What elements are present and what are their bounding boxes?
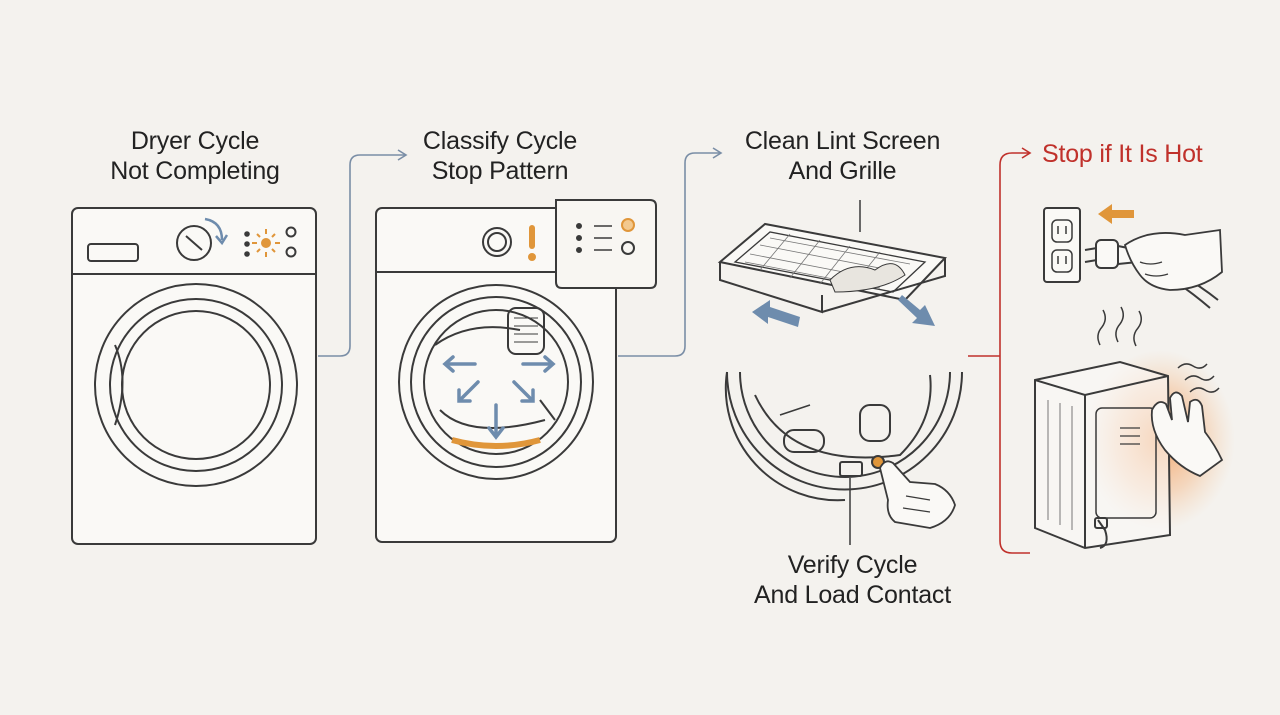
control-panel-callout (555, 199, 657, 289)
connector-1 (318, 149, 408, 357)
slide-arrows-icon (752, 295, 935, 327)
unplug-arrow-icon (1098, 204, 1134, 224)
step-4-label: Verify Cycle And Load Contact (720, 550, 985, 610)
hand-icon (879, 460, 956, 529)
warning-label: Stop if It Is Hot (1042, 140, 1203, 168)
direction-arrows-icon (442, 355, 556, 440)
step-3-line-2: And Grille (788, 157, 897, 185)
step-2-label: Classify Cycle Stop Pattern (375, 126, 625, 186)
step-2-line-1: Classify Cycle (422, 127, 578, 155)
drum-interior-icon (724, 371, 963, 502)
step-3-line-1: Clean Lint Screen (744, 127, 941, 155)
connector-warning-bracket (968, 147, 1032, 554)
heat-waves-icon (1097, 306, 1220, 393)
step-3-label: Clean Lint Screen And Grille (710, 126, 975, 186)
dryer-icon (71, 207, 317, 545)
step-4-line-1: Verify Cycle (787, 551, 918, 579)
indicator-light-icon (252, 229, 280, 257)
wall-outlet-icon (1043, 207, 1081, 283)
connector-2 (618, 147, 723, 357)
dryer-back-icon (1034, 360, 1172, 550)
step-1-label: Dryer Cycle Not Completing (70, 126, 320, 186)
hand-icon (1150, 391, 1224, 478)
warning-exclamation-icon (528, 225, 536, 261)
step-1-line-1: Dryer Cycle (130, 127, 260, 155)
step-4-line-2: And Load Contact (754, 581, 951, 609)
step-1-line-2: Not Completing (110, 157, 280, 185)
lint-screen-icon (717, 200, 947, 314)
step-2-line-2: Stop Pattern (431, 157, 569, 185)
hand-icon (1123, 228, 1223, 291)
dryer-icon (375, 207, 617, 543)
